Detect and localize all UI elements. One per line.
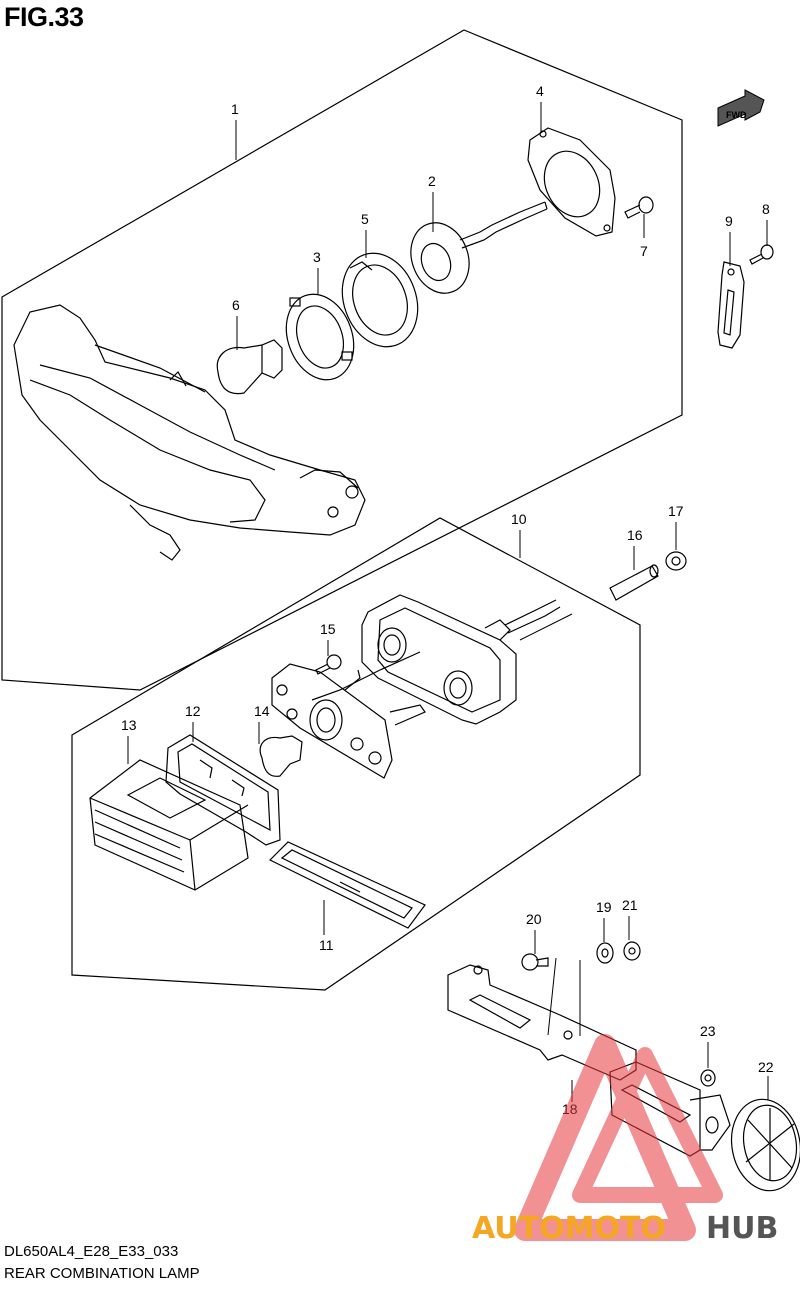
group-box-license-lamp xyxy=(71,517,641,991)
washer-19 xyxy=(596,942,614,964)
callout-6: 6 xyxy=(232,297,240,313)
callout-11: 11 xyxy=(319,937,334,953)
reflector-22 xyxy=(730,1098,800,1192)
screw-8 xyxy=(749,244,774,265)
callout-14: 14 xyxy=(254,703,270,719)
callout-17: 17 xyxy=(668,503,684,519)
callout-2: 2 xyxy=(428,173,436,189)
callout-20: 20 xyxy=(526,911,542,927)
diagram-name: REAR COMBINATION LAMP xyxy=(4,1265,200,1282)
screw-7 xyxy=(624,196,654,219)
gasket-12 xyxy=(165,734,281,846)
watermark-brand-part2: HUB xyxy=(706,1211,778,1246)
bulb-14 xyxy=(259,735,303,777)
figure-title: FIG.33 xyxy=(4,2,84,32)
screw-20 xyxy=(521,953,549,971)
strap-9 xyxy=(717,261,745,349)
watermark-brand-part1: AUTOMOTO xyxy=(472,1211,666,1246)
automotohub-watermark: AUTOMOTO HUB xyxy=(472,1034,778,1246)
callout-9: 9 xyxy=(725,213,733,229)
callout-1: 1 xyxy=(231,101,239,117)
callout-22: 22 xyxy=(758,1059,774,1075)
tail-lamp-housing xyxy=(13,304,366,561)
callout-15: 15 xyxy=(320,621,336,637)
nut-23 xyxy=(700,1069,716,1087)
callout-4: 4 xyxy=(536,83,544,99)
callout-21: 21 xyxy=(622,897,638,913)
socket-holder-5 xyxy=(341,252,419,348)
watermark-triangle-icon xyxy=(514,1034,723,1241)
callout-16: 16 xyxy=(627,527,643,543)
bulb-6 xyxy=(216,339,283,395)
callout-23: 23 xyxy=(700,1023,716,1039)
group-box-tail-lamp xyxy=(1,29,683,691)
diagram-code: DL650AL4_E28_E33_033 xyxy=(4,1243,179,1260)
callout-3: 3 xyxy=(313,249,321,265)
grommet-17 xyxy=(665,551,687,571)
callout-8: 8 xyxy=(762,201,770,217)
callout-19: 19 xyxy=(596,899,612,915)
callout-5: 5 xyxy=(361,211,369,227)
screw-15 xyxy=(315,654,342,675)
gasket-3 xyxy=(285,293,355,381)
callout-12: 12 xyxy=(185,703,201,719)
fwd-arrow-icon: FWD xyxy=(717,89,765,127)
spacer-16 xyxy=(609,564,659,601)
license-lamp-housing-10 xyxy=(361,594,561,725)
plate-11 xyxy=(268,841,426,929)
socket-plate xyxy=(271,651,426,779)
gasket-plate-4 xyxy=(527,127,616,237)
leader-lines xyxy=(127,102,769,1102)
lens-13 xyxy=(89,759,249,891)
fwd-label: FWD xyxy=(726,110,747,120)
socket-2 xyxy=(410,201,548,294)
callout-10: 10 xyxy=(511,511,527,527)
callout-7: 7 xyxy=(640,243,648,259)
callout-13: 13 xyxy=(121,717,137,733)
nut-21 xyxy=(623,941,641,961)
